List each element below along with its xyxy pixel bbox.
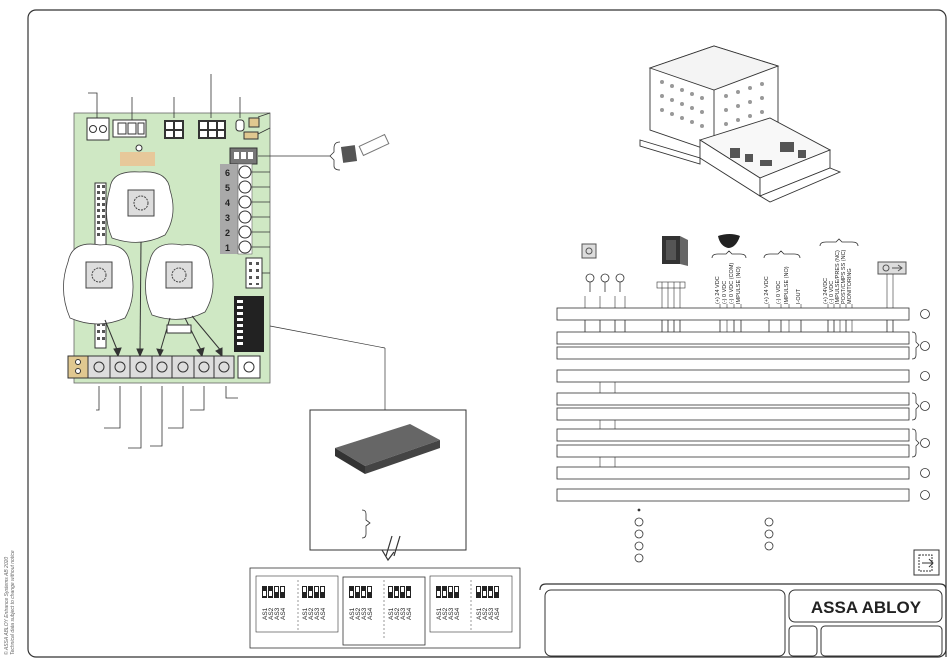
dip-label: AS4 (367, 607, 374, 620)
disclaimer-text: Technical data subject to change without… (10, 550, 16, 655)
group2-label-2: (-) 0 VDC (776, 281, 782, 304)
pushbutton-icon (877, 261, 907, 275)
group2-label-4: I-OUT (796, 288, 802, 304)
dip-settings-panel: AS1 AS2 AS3 AS4 AS1 AS2 AS3 AS4 AS1 AS2 … (249, 567, 521, 649)
terminal-number: 6 (225, 168, 230, 178)
group3-label-3: IMPULSE/PRES (NC) (835, 250, 841, 304)
dip-label: AS4 (494, 607, 501, 620)
terminal-group-labels: (+) 24 VDC (-) 0 VDC (-) 0 VDC (COM) IMP… (715, 249, 853, 304)
photocell-icons (585, 273, 625, 292)
terminal-numbers: 6 5 4 3 2 1 (225, 168, 230, 253)
group3-label-1: (+) 24VDC (823, 278, 829, 304)
terminal-number: 5 (225, 183, 230, 193)
dip-label: AS1 (388, 607, 395, 620)
motion-sensor-icon (718, 234, 740, 248)
page-frame (27, 9, 947, 658)
group2-label-1: (+) 24 VDC (764, 276, 770, 304)
dip-label: AS2 (482, 607, 489, 620)
dip-label: AS4 (320, 607, 327, 620)
terminal-number: 1 (225, 243, 230, 253)
rotary-switch-icon (85, 261, 113, 289)
title-block (539, 583, 947, 657)
control-board (63, 74, 386, 449)
dip-label: AS2 (268, 607, 275, 620)
group1-label-3: (-) 0 VDC (COM) (729, 263, 735, 304)
group3-label-5: MONITORING (847, 268, 853, 304)
dip-label: AS4 (454, 607, 461, 620)
row-markers (920, 309, 930, 500)
dip-label: AS3 (274, 607, 281, 620)
group3-label-2: (-) 0 VDC (829, 281, 835, 304)
dip-label: AS1 (302, 607, 309, 620)
terminal-number: 3 (225, 213, 230, 223)
wiring-table (556, 307, 910, 502)
dip-label: AS2 (394, 607, 401, 620)
dip-switch-icon (329, 133, 390, 171)
exit-icon[interactable] (913, 549, 940, 576)
dip-label: AS4 (406, 607, 413, 620)
rotary-switch-icon (127, 189, 155, 217)
group2-label-3: IMPULSE (NO) (784, 266, 790, 304)
dip-label: AS2 (355, 607, 362, 620)
dip-switch-zoom-box (309, 409, 467, 562)
operator-unit-illustration (639, 45, 842, 203)
rotary-switch-icon (165, 261, 193, 289)
dip-label: AS1 (349, 607, 356, 620)
dip-label: AS4 (280, 607, 287, 620)
dip-label: AS3 (314, 607, 321, 620)
dip-label: AS3 (361, 607, 368, 620)
keypad-icon (581, 243, 597, 259)
key-switch-icon (662, 236, 688, 266)
group1-label-4: IMPULSE (NO) (736, 266, 742, 304)
dip-label: AS2 (308, 607, 315, 620)
dip-label: AS3 (400, 607, 407, 620)
side-legal-text: © ASSA ABLOY Entrance Systems AB 2020 Te… (4, 550, 16, 655)
dip-label: AS3 (448, 607, 455, 620)
terminal-number: 2 (225, 228, 230, 238)
group1-label-1: (+) 24 VDC (715, 276, 721, 304)
brand-logo: ASSA ABLOY (811, 598, 922, 617)
dip-label: AS1 (436, 607, 443, 620)
dip-label: AS3 (488, 607, 495, 620)
dip-label: AS1 (476, 607, 483, 620)
terminal-number: 4 (225, 198, 230, 208)
dip-label: AS2 (442, 607, 449, 620)
group3-label-4: POST/CMPS SS (NC) (841, 249, 847, 304)
group1-label-2: (-) 0 VDC (722, 281, 728, 304)
dip-label: AS1 (262, 607, 269, 620)
